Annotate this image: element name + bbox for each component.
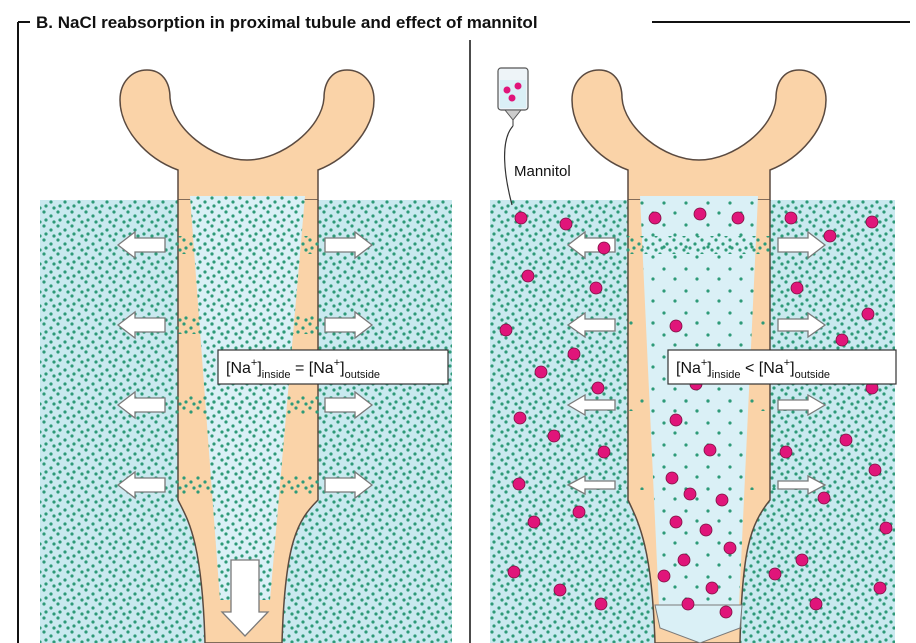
infusion-bag-icon	[498, 68, 528, 205]
diagram-title: B. NaCl reabsorption in proximal tubule …	[36, 13, 538, 32]
left-equation-box: [Na+]inside = [Na+]outside	[218, 350, 448, 384]
left-panel: [Na+]inside = [Na+]outside	[40, 70, 452, 643]
right-equation-box: [Na+]inside < [Na+]outside	[668, 350, 896, 384]
right-panel: Mannitol [Na+]inside < [Na+]outside	[490, 68, 896, 643]
mannitol-label: Mannitol	[514, 163, 571, 180]
